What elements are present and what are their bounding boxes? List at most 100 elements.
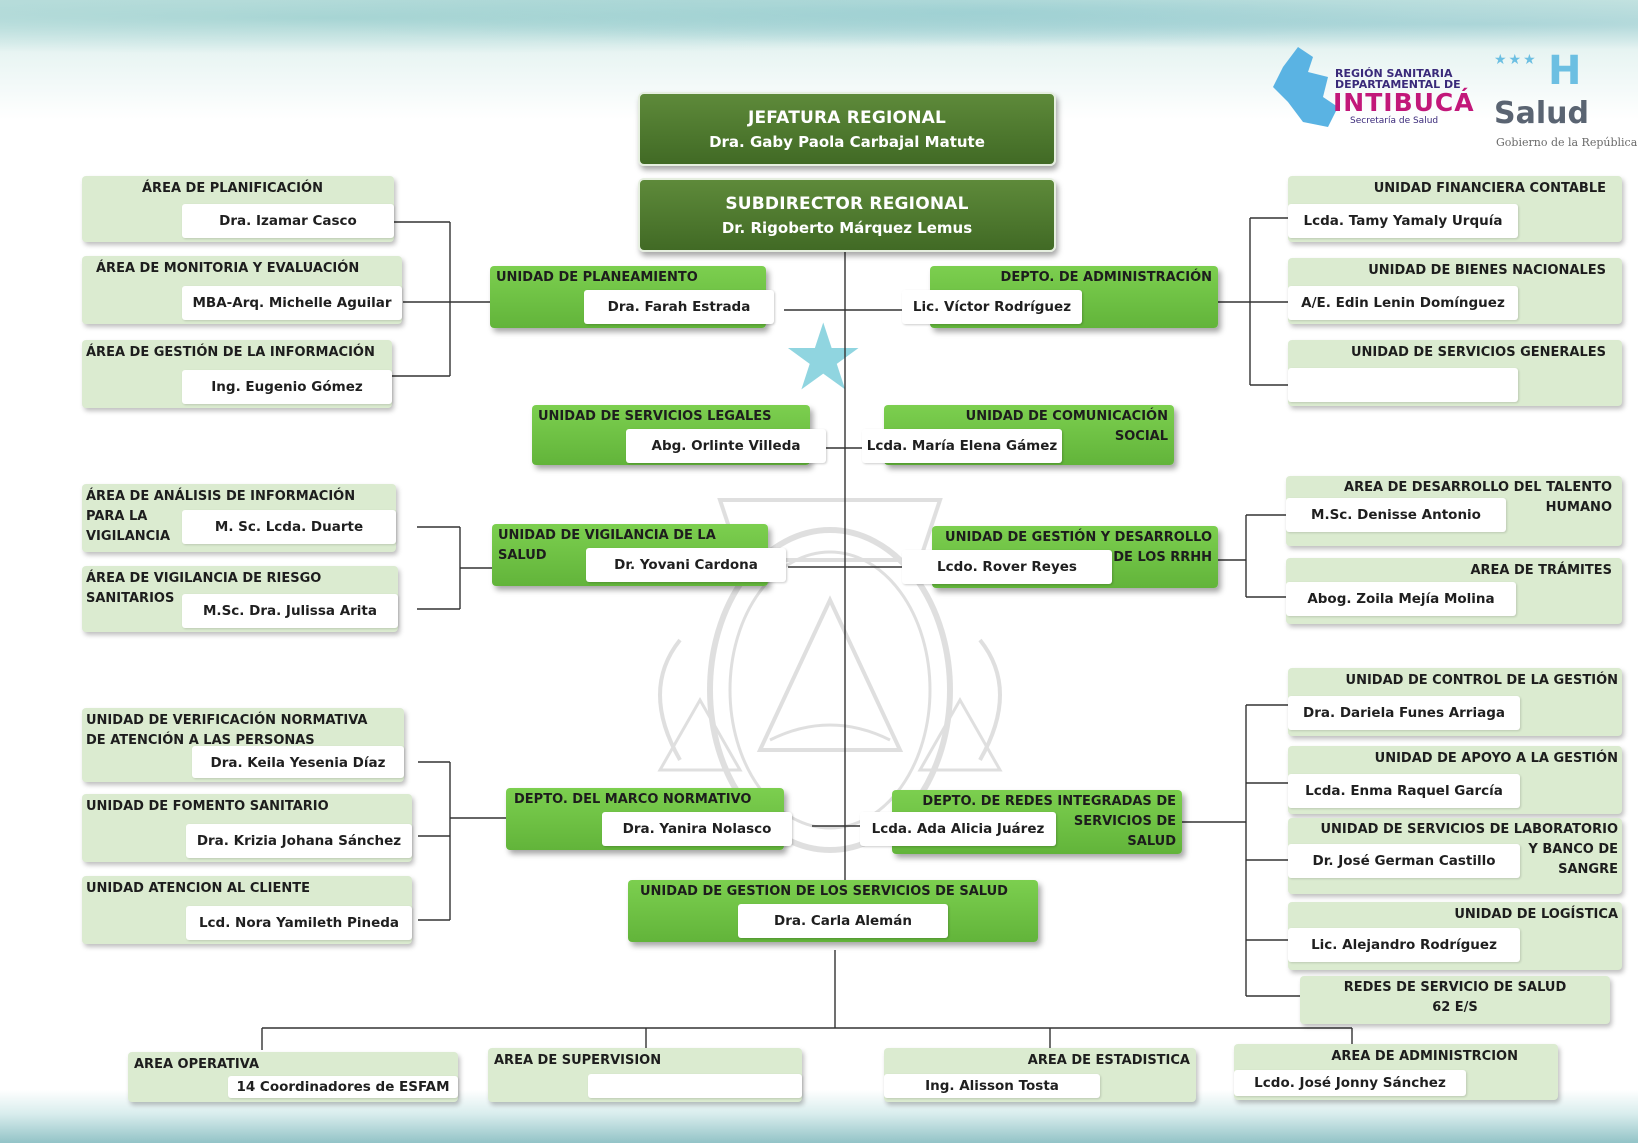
unidad-apoyo-gestion-name: Lcda. Enma Raquel García [1288, 774, 1520, 808]
unidad-vigilancia-name: Dr. Yovani Cardona [586, 548, 786, 582]
region-logo-word: INTIBUCÁ [1333, 88, 1475, 117]
unidad-fomento-label: UNIDAD DE FOMENTO SANITARIO [86, 799, 329, 814]
area-riesgo-label: ÁREA DE VIGILANCIA DE RIESGO [86, 571, 322, 586]
area-tramites-box: AREA DE TRÁMITES Abog. Zoila Mejía Molin… [1286, 558, 1622, 624]
unidad-atencion-cliente-box: UNIDAD ATENCION AL CLIENTE Lcd. Nora Yam… [82, 876, 412, 944]
unidad-logistica-name: Lic. Alejandro Rodríguez [1288, 928, 1520, 962]
salud-logo-word: Salud [1494, 96, 1589, 131]
unidad-comunicacion-label-2: SOCIAL [1114, 429, 1168, 444]
area-administracion-bottom-name: Lcdo. José Jonny Sánchez [1234, 1070, 1466, 1096]
unidad-servicios-generales-name [1288, 368, 1518, 402]
unidad-planeamiento-name: Dra. Farah Estrada [584, 290, 774, 324]
unidad-laboratorio-label-3: SANGRE [1558, 862, 1618, 877]
depto-redes-integradas-box: DEPTO. DE REDES INTEGRADAS DE SERVICIOS … [860, 790, 1182, 854]
subdirector-name: Dr. Rigoberto Márquez Lemus [721, 219, 973, 237]
unidad-fomento-box: UNIDAD DE FOMENTO SANITARIO Dra. Krizia … [82, 794, 412, 862]
unidad-control-gestion-name: Dra. Dariela Funes Arriaga [1288, 696, 1520, 730]
unidad-financiera-name: Lcda. Tamy Yamaly Urquía [1288, 204, 1518, 238]
area-talento-humano-label-2: HUMANO [1545, 500, 1612, 515]
depto-redes-integradas-label-2: SERVICIOS DE [1073, 814, 1176, 829]
area-gestion-informacion-box: ÁREA DE GESTIÓN DE LA INFORMACIÓN Ing. E… [82, 340, 392, 408]
unidad-financiera-label: UNIDAD FINANCIERA CONTABLE [1373, 181, 1606, 196]
area-analisis-box: ÁREA DE ANÁLISIS DE INFORMACIÓN PARA LA … [82, 484, 396, 552]
area-operativa-box: AREA OPERATIVA 14 Coordinadores de ESFAM [128, 1052, 458, 1102]
unidad-apoyo-gestion-label: UNIDAD DE APOYO A LA GESTIÓN [1374, 751, 1618, 766]
coat-of-arms-watermark [657, 498, 1003, 853]
subdirector-regional-box: SUBDIRECTOR REGIONAL Dr. Rigoberto Márqu… [638, 178, 1056, 252]
unidad-gestion-servicios-box: UNIDAD DE GESTION DE LOS SERVICIOS DE SA… [628, 880, 1038, 942]
unidad-verificacion-label: UNIDAD DE VERIFICACIÓN NORMATIVA [86, 713, 368, 728]
unidad-apoyo-gestion-box: UNIDAD DE APOYO A LA GESTIÓN Lcda. Enma … [1288, 746, 1622, 814]
area-monitoria-label: ÁREA DE MONITORIA Y EVALUACIÓN [96, 261, 360, 276]
salud-h-logo: H [1548, 48, 1582, 94]
unidad-bienes-name: A/E. Edin Lenin Domínguez [1288, 286, 1518, 320]
background-wash-top-texture [0, 0, 1638, 60]
subdirector-title: SUBDIRECTOR REGIONAL [725, 194, 969, 214]
unidad-rrhh-box: UNIDAD DE GESTIÓN Y DESARROLLO DE LOS RR… [902, 526, 1218, 588]
area-monitoria-name: MBA-Arq. Michelle Aguilar [182, 286, 402, 320]
jefatura-name: Dra. Gaby Paola Carbajal Matute [709, 133, 985, 151]
redes-servicio-salud-box: REDES DE SERVICIO DE SALUD 62 E/S [1300, 976, 1610, 1024]
depto-marco-normativo-label: DEPTO. DEL MARCO NORMATIVO [514, 792, 752, 807]
unidad-logistica-label: UNIDAD DE LOGÍSTICA [1454, 907, 1618, 922]
redes-servicio-salud-count: 62 E/S [1432, 1000, 1478, 1015]
area-supervision-label: AREA DE SUPERVISION [494, 1053, 662, 1068]
unidad-gestion-servicios-label: UNIDAD DE GESTION DE LOS SERVICIOS DE SA… [640, 884, 1008, 899]
area-riesgo-box: ÁREA DE VIGILANCIA DE RIESGO SANITARIOS … [82, 566, 398, 632]
depto-administracion-box: DEPTO. DE ADMINISTRACIÓN Lic. Víctor Rod… [902, 266, 1218, 328]
unidad-servicios-generales-box: UNIDAD DE SERVICIOS GENERALES [1288, 340, 1622, 406]
region-logo-sub: Secretaría de Salud [1350, 116, 1439, 126]
unidad-control-gestion-box: UNIDAD DE CONTROL DE LA GESTIÓN Dra. Dar… [1288, 668, 1622, 736]
unidad-laboratorio-box: UNIDAD DE SERVICIOS DE LABORATORIO Y BAN… [1288, 818, 1622, 894]
area-gestion-informacion-name: Ing. Eugenio Gómez [182, 370, 392, 404]
area-analisis-label: ÁREA DE ANÁLISIS DE INFORMACIÓN [86, 489, 356, 504]
area-talento-humano-box: AREA DE DESARROLLO DEL TALENTO HUMANO M.… [1286, 476, 1622, 546]
redes-servicio-salud-label: REDES DE SERVICIO DE SALUD [1343, 980, 1567, 995]
unidad-verificacion-name: Dra. Keila Yesenia Díaz [192, 746, 404, 778]
unidad-laboratorio-name: Dr. José German Castillo [1288, 844, 1520, 878]
unidad-vigilancia-box: UNIDAD DE VIGILANCIA DE LA SALUD Dr. Yov… [492, 524, 786, 586]
jefatura-title: JEFATURA REGIONAL [747, 108, 947, 128]
star-icon: ★ [782, 304, 865, 411]
unidad-servicios-legales-label: UNIDAD DE SERVICIOS LEGALES [538, 409, 772, 424]
area-tramites-name: Abog. Zoila Mejía Molina [1286, 582, 1516, 616]
area-planificacion-label: ÁREA DE PLANIFICACIÓN [142, 181, 323, 196]
salud-stars-icon: ★★★ [1494, 52, 1538, 68]
unidad-comunicacion-box: UNIDAD DE COMUNICACIÓN SOCIAL Lcda. Marí… [862, 405, 1174, 465]
area-operativa-label: AREA OPERATIVA [134, 1057, 260, 1072]
area-administracion-bottom-box: AREA DE ADMINISTRCION Lcdo. José Jonny S… [1234, 1044, 1558, 1100]
depto-redes-integradas-label-3: SALUD [1127, 834, 1176, 849]
unidad-laboratorio-label-2: Y BANCO DE [1528, 842, 1618, 857]
area-planificacion-name: Dra. Izamar Casco [182, 204, 394, 238]
unidad-vigilancia-label: UNIDAD DE VIGILANCIA DE LA [498, 528, 716, 543]
unidad-gestion-servicios-name: Dra. Carla Alemán [738, 904, 948, 938]
area-estadistica-box: AREA DE ESTADISTICA Ing. Alisson Tosta [884, 1048, 1196, 1102]
unidad-planeamiento-box: UNIDAD DE PLANEAMIENTO Dra. Farah Estrad… [490, 266, 774, 328]
intibuca-map-logo-icon [1273, 47, 1338, 127]
area-operativa-name: 14 Coordinadores de ESFAM [228, 1076, 458, 1098]
unidad-atencion-cliente-label: UNIDAD ATENCION AL CLIENTE [86, 881, 310, 896]
area-talento-humano-label: AREA DE DESARROLLO DEL TALENTO [1344, 480, 1612, 495]
depto-marco-normativo-name: Dra. Yanira Nolasco [602, 812, 792, 846]
area-estadistica-label: AREA DE ESTADISTICA [1027, 1053, 1190, 1068]
area-analisis-label-2: PARA LA [86, 509, 148, 524]
unidad-verificacion-box: UNIDAD DE VERIFICACIÓN NORMATIVA DE ATEN… [82, 708, 404, 782]
area-supervision-box: AREA DE SUPERVISION [488, 1048, 802, 1102]
unidad-atencion-cliente-name: Lcd. Nora Yamileth Pineda [186, 906, 412, 940]
jefatura-regional-box: JEFATURA REGIONAL Dra. Gaby Paola Carbaj… [638, 92, 1056, 166]
unidad-planeamiento-label: UNIDAD DE PLANEAMIENTO [496, 270, 698, 285]
unidad-laboratorio-label: UNIDAD DE SERVICIOS DE LABORATORIO [1320, 822, 1619, 837]
unidad-financiera-box: UNIDAD FINANCIERA CONTABLE Lcda. Tamy Ya… [1288, 176, 1622, 242]
unidad-servicios-legales-name: Abg. Orlinte Villeda [626, 429, 826, 463]
unidad-servicios-legales-box: UNIDAD DE SERVICIOS LEGALES Abg. Orlinte… [532, 405, 826, 465]
unidad-comunicacion-label: UNIDAD DE COMUNICACIÓN [965, 409, 1168, 424]
area-supervision-name [588, 1074, 802, 1098]
area-analisis-label-3: VIGILANCIA [86, 529, 171, 544]
area-planificacion-box: ÁREA DE PLANIFICACIÓN Dra. Izamar Casco [82, 176, 394, 242]
area-administracion-bottom-label: AREA DE ADMINISTRCION [1331, 1049, 1518, 1064]
unidad-fomento-name: Dra. Krizia Johana Sánchez [186, 824, 412, 858]
area-gestion-informacion-label: ÁREA DE GESTIÓN DE LA INFORMACIÓN [86, 345, 375, 360]
unidad-bienes-box: UNIDAD DE BIENES NACIONALES A/E. Edin Le… [1288, 258, 1622, 324]
